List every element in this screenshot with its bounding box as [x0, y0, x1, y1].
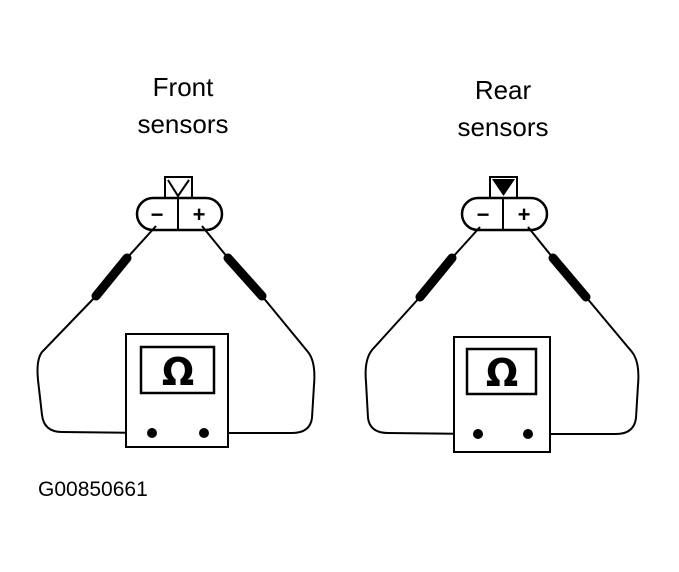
front-negative-probe [36, 225, 157, 434]
rear-sensor-connector [460, 176, 549, 232]
front-ohm-icon: Ω [162, 350, 194, 394]
front-positive-probe [201, 225, 316, 434]
rear-meter-jack-left [473, 429, 483, 439]
figure-code: G00850661 [38, 478, 148, 501]
front-meter-jack-left [147, 428, 157, 438]
rear-sensor-test: Rear sensors − + Ω [364, 75, 640, 453]
rear-negative-probe [364, 226, 481, 435]
rear-title-line1: Rear [475, 75, 532, 105]
front-ohmmeter [125, 333, 229, 448]
rear-ohmmeter [453, 336, 551, 453]
front-plus-terminal: + [193, 202, 206, 227]
front-title-line1: Front [153, 72, 214, 102]
rear-ohm-icon: Ω [486, 351, 518, 395]
rear-plus-terminal: + [518, 202, 531, 227]
front-minus-terminal: − [151, 202, 164, 227]
rear-meter-jack-right [523, 429, 533, 439]
front-title-line2: sensors [137, 109, 228, 139]
rear-minus-terminal: − [477, 202, 490, 227]
front-sensor-connector [135, 176, 224, 232]
rear-positive-probe [527, 226, 640, 435]
front-sensor-test: Front sensors − + Ω [36, 72, 316, 448]
rear-title-line2: sensors [457, 112, 548, 142]
front-meter-jack-right [199, 428, 209, 438]
